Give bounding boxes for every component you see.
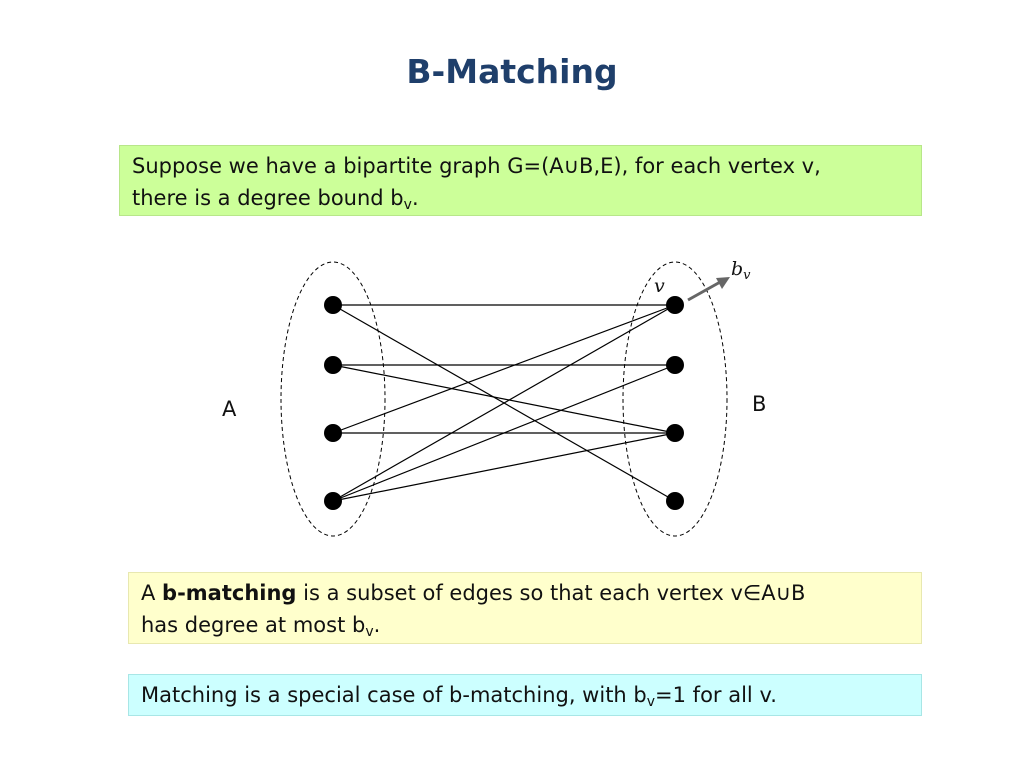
slide-title: B-Matching [406, 52, 618, 91]
definition-term: b-matching [162, 581, 297, 605]
vertex-b4 [666, 492, 684, 510]
vertex-a2 [324, 356, 342, 374]
definition-line-1: A b-matching is a subset of edges so tha… [141, 577, 909, 609]
set-a-ellipse [280, 261, 386, 537]
intro-line-1: Suppose we have a bipartite graph G=(A∪B… [132, 154, 821, 178]
intro-box: Suppose we have a bipartite graph G=(A∪B… [119, 145, 922, 216]
edge-a4-b3 [332, 432, 676, 502]
vertex-b1 [666, 296, 684, 314]
intro-line-2-end: . [411, 186, 419, 210]
set-b-label: B [752, 392, 766, 416]
definition-rest: is a subset of edges so that each vertex… [296, 581, 806, 605]
special-case-line: Matching is a special case of b-matching… [141, 679, 909, 711]
degree-bound-label: bv [731, 258, 751, 283]
degree-bound-sub: v [743, 268, 751, 283]
intro-line-2-text: there is a degree bound b [132, 186, 404, 210]
special-case-text: Matching is a special case of b-matching… [141, 683, 647, 707]
vertex-b3 [666, 424, 684, 442]
vertex-a3 [324, 424, 342, 442]
edge-a4-b2 [332, 364, 676, 502]
degree-bound-main: b [731, 258, 743, 280]
edge-a4-b1 [332, 304, 676, 502]
definition-prefix: A [141, 581, 163, 605]
edge-a3-b1 [332, 304, 676, 434]
degree-bound-arrow [687, 277, 730, 302]
edge-a2-b3 [332, 364, 676, 434]
special-case-end: =1 for all v. [655, 683, 777, 707]
vertex-v-label: v [654, 275, 665, 297]
intro-line-2: there is a degree bound bv. [132, 182, 909, 214]
definition-line-2: has degree at most bv. [141, 609, 909, 641]
definition-line-2-end: . [373, 613, 381, 637]
vertex-b2 [666, 356, 684, 374]
definition-line-2-sub: v [365, 624, 374, 640]
vertex-a4 [324, 492, 342, 510]
set-a-label: A [222, 397, 237, 421]
set-b-ellipse [622, 261, 728, 537]
definition-line-2-text: has degree at most b [141, 613, 366, 637]
vertex-a1 [324, 296, 342, 314]
special-case-sub: v [646, 694, 656, 710]
special-case-box: Matching is a special case of b-matching… [128, 674, 922, 716]
definition-box: A b-matching is a subset of edges so tha… [128, 572, 922, 644]
intro-line-2-sub: v [403, 197, 412, 213]
